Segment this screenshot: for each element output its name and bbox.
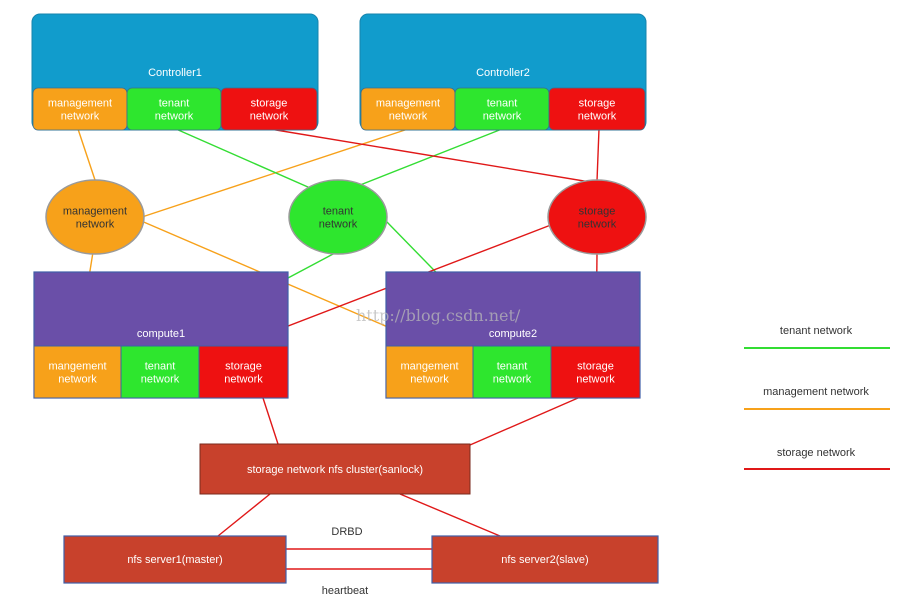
compute-1-storage-port bbox=[198, 345, 289, 399]
nfs-server1-label: nfs server1(master) bbox=[127, 554, 222, 566]
controller-1-title: Controller1 bbox=[148, 67, 202, 79]
nfs-cluster-label: storage network nfs cluster(sanlock) bbox=[247, 464, 423, 476]
management-network-node bbox=[45, 179, 145, 255]
heartbeat-label: heartbeat bbox=[322, 585, 368, 597]
edge-ctrl1-tenant-to-tenant-node bbox=[175, 128, 318, 192]
edge-nfs-cluster-to-server2 bbox=[399, 493, 501, 537]
edge-compute1-to-nfs-cluster bbox=[262, 397, 279, 445]
nfs-cluster-box bbox=[199, 443, 471, 495]
edge-ctrl2-storage-to-storage-node bbox=[596, 128, 600, 182]
compute-2-tenant-port bbox=[472, 345, 552, 399]
storage-network-node bbox=[547, 179, 647, 255]
legend: tenant network management network storage … bbox=[744, 325, 890, 470]
nfs-server2-box bbox=[431, 535, 659, 584]
compute-1-management-port bbox=[33, 345, 122, 399]
edge-ctrl2-tenant-to-tenant-node bbox=[349, 128, 503, 190]
connection-lines bbox=[77, 128, 600, 570]
controller-2-storage-port bbox=[548, 87, 646, 131]
nfs-server1-box bbox=[63, 535, 287, 584]
compute-1-tenant-port bbox=[120, 345, 200, 399]
compute-2-management-port bbox=[385, 345, 474, 399]
controller-1-storage-port bbox=[220, 87, 318, 131]
legend-tenant-label: tenant network bbox=[780, 325, 853, 337]
drbd-label: DRBD bbox=[331, 526, 362, 538]
legend-storage-label: storage network bbox=[777, 447, 856, 459]
watermark: http://blog.csdn.net/ bbox=[356, 306, 521, 325]
controller-2-title: Controller2 bbox=[476, 67, 530, 79]
edge-ctrl1-storage-to-storage-node bbox=[269, 128, 597, 184]
tenant-network-node bbox=[288, 179, 388, 255]
compute-2-storage-port bbox=[550, 345, 641, 399]
edge-compute2-to-nfs-cluster bbox=[469, 397, 579, 446]
compute-1-title: compute1 bbox=[137, 328, 185, 340]
legend-management-label: management network bbox=[763, 386, 869, 398]
compute-2-title: compute2 bbox=[489, 328, 537, 340]
edge-ctrl1-mgmt-to-mgmt-node bbox=[77, 128, 97, 184]
edge-nfs-cluster-to-server1 bbox=[217, 493, 271, 537]
nfs-server2-label: nfs server2(slave) bbox=[501, 554, 588, 566]
